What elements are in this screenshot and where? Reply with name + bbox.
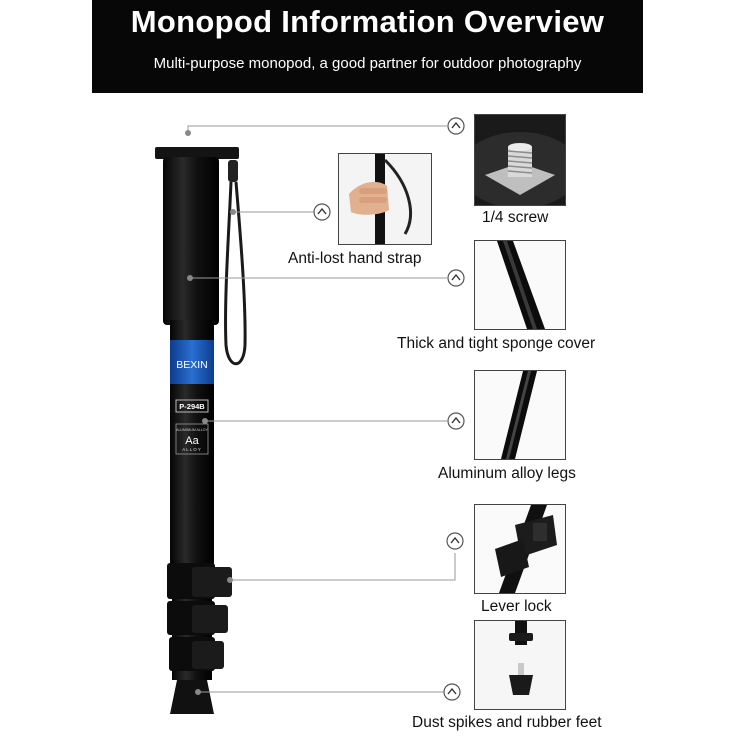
feature-label-screw: 1/4 screw — [482, 209, 549, 226]
lever-lock-photo — [474, 504, 566, 594]
middle-tube — [170, 384, 214, 564]
alloy-legs-photo — [474, 370, 566, 460]
brand-band — [170, 340, 214, 384]
up-arrow-icon — [447, 117, 465, 135]
material-code: Aa — [185, 435, 199, 447]
sponge-cover-photo — [474, 240, 566, 330]
grip-section — [163, 157, 219, 325]
feature-label-alloy-legs: Aluminum alloy legs — [438, 465, 576, 482]
feature-label-rubber-feet: Dust spikes and rubber feet — [412, 714, 602, 731]
screw-photo — [474, 114, 566, 206]
material-label: ALLOY — [182, 447, 202, 452]
brand-label: BEXIN — [176, 359, 208, 371]
feature-label-sponge-cover: Thick and tight sponge cover — [397, 335, 596, 352]
header-banner: Monopod Information Overview Multi-purpo… — [92, 0, 643, 93]
rubber-feet-photo — [474, 620, 566, 710]
up-arrow-icon — [447, 412, 465, 430]
material-caption: ALUMINIUM ALLOY — [176, 428, 208, 432]
up-arrow-icon — [443, 683, 461, 701]
feature-label-hand-strap: Anti-lost hand strap — [288, 250, 422, 267]
hand-strap — [224, 160, 247, 366]
rubber-foot — [170, 680, 214, 714]
model-label: P-294B — [179, 402, 205, 411]
page-title: Monopod Information Overview — [130, 4, 605, 39]
top-plate — [155, 147, 239, 159]
hand-strap-photo — [338, 153, 432, 245]
up-arrow-icon — [446, 532, 464, 550]
up-arrow-icon — [313, 203, 331, 221]
feature-label-lever-lock: Lever lock — [481, 598, 552, 615]
up-arrow-icon — [447, 269, 465, 287]
page-subtitle: Multi-purpose monopod, a good partner fo… — [153, 55, 582, 72]
lever-locks — [167, 563, 232, 671]
